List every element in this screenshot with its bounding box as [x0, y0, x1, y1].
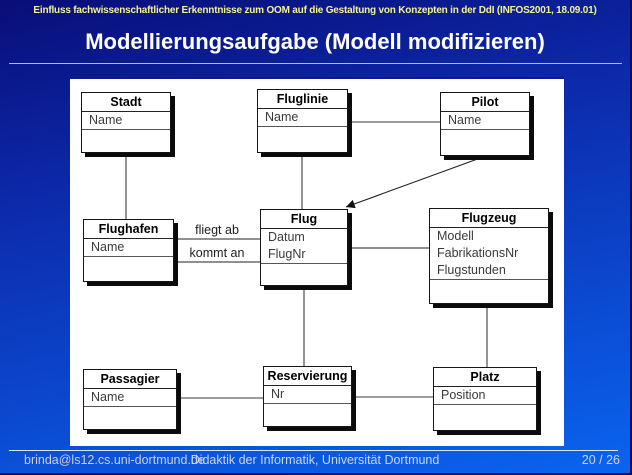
- class-attribute: Name: [89, 113, 123, 127]
- class-attribute: Modell: [437, 229, 474, 243]
- class-empty-compartment: [258, 127, 347, 152]
- class-box-flugzeug: Flugzeug Modell FabrikationsNr Flugstund…: [429, 208, 549, 304]
- class-attributes: Nr: [264, 386, 351, 404]
- class-attribute: FlugNr: [268, 247, 306, 261]
- class-attributes: Name: [441, 112, 529, 130]
- class-attribute: Name: [91, 390, 125, 404]
- diagram-panel: fliegt ab kommt an Stadt Name Fluglinie …: [70, 77, 564, 446]
- class-box-flughafen: Flughafen Name: [83, 219, 174, 282]
- class-box-passagier: Passagier Name: [83, 369, 177, 430]
- class-empty-compartment: [441, 130, 529, 155]
- class-attribute: Flugstunden: [437, 263, 506, 277]
- class-attributes: Name: [84, 239, 173, 257]
- class-name: Platz: [434, 368, 536, 387]
- class-name: Pilot: [441, 93, 529, 112]
- class-attribute: Name: [91, 240, 125, 254]
- class-empty-compartment: [84, 257, 173, 281]
- footer-affiliation: Didaktik der Informatik, Universität Dor…: [190, 453, 440, 467]
- class-box-fluglinie: Fluglinie Name: [257, 89, 348, 153]
- class-name: Stadt: [82, 93, 170, 112]
- class-attribute: Name: [448, 113, 482, 127]
- class-attribute: Name: [265, 110, 299, 124]
- footer-email: brinda@ls12.cs.uni-dortmund.de: [24, 453, 205, 467]
- class-empty-compartment: [261, 264, 347, 285]
- class-name: Flug: [261, 210, 347, 229]
- assoc-pilot-flug: [345, 156, 484, 209]
- class-box-reservierung: Reservierung Nr: [263, 366, 352, 427]
- conference-header: Einfluss fachwissenschaftlicher Erkenntn…: [33, 5, 597, 16]
- footer-page-indicator: 20 / 26: [581, 453, 620, 467]
- class-box-flug: Flug Datum FlugNr: [260, 209, 348, 286]
- class-empty-compartment: [264, 404, 351, 426]
- title-divider: [9, 63, 622, 64]
- class-name: Flughafen: [84, 220, 173, 239]
- class-attribute: FabrikationsNr: [437, 246, 519, 260]
- footer-divider: [9, 450, 618, 451]
- class-empty-compartment: [434, 405, 536, 430]
- class-attributes: Name: [82, 112, 170, 130]
- class-box-stadt: Stadt Name: [81, 92, 171, 153]
- class-attribute: Datum: [268, 230, 305, 244]
- class-box-platz: Platz Position: [433, 367, 537, 431]
- association-label-fliegt-ab: fliegt ab: [195, 223, 239, 237]
- class-empty-compartment: [82, 130, 170, 152]
- class-name: Reservierung: [264, 367, 351, 386]
- class-attribute: Nr: [271, 387, 285, 401]
- class-empty-compartment: [84, 407, 176, 429]
- class-name: Passagier: [84, 370, 176, 389]
- association-label-kommt-an: kommt an: [189, 246, 245, 260]
- class-attributes: Name: [84, 389, 176, 407]
- association-lines: [125, 121, 488, 399]
- class-name: Flugzeug: [430, 209, 548, 228]
- class-attributes: Position: [434, 387, 536, 405]
- class-name: Fluglinie: [258, 90, 347, 109]
- class-attributes: Modell FabrikationsNr Flugstunden: [430, 228, 548, 280]
- page-title: Modellierungsaufgabe (Modell modifiziere…: [85, 29, 545, 54]
- class-attribute: Position: [441, 388, 486, 402]
- class-empty-compartment: [430, 280, 548, 303]
- class-box-pilot: Pilot Name: [440, 92, 530, 156]
- class-attributes: Name: [258, 109, 347, 127]
- class-attributes: Datum FlugNr: [261, 229, 347, 264]
